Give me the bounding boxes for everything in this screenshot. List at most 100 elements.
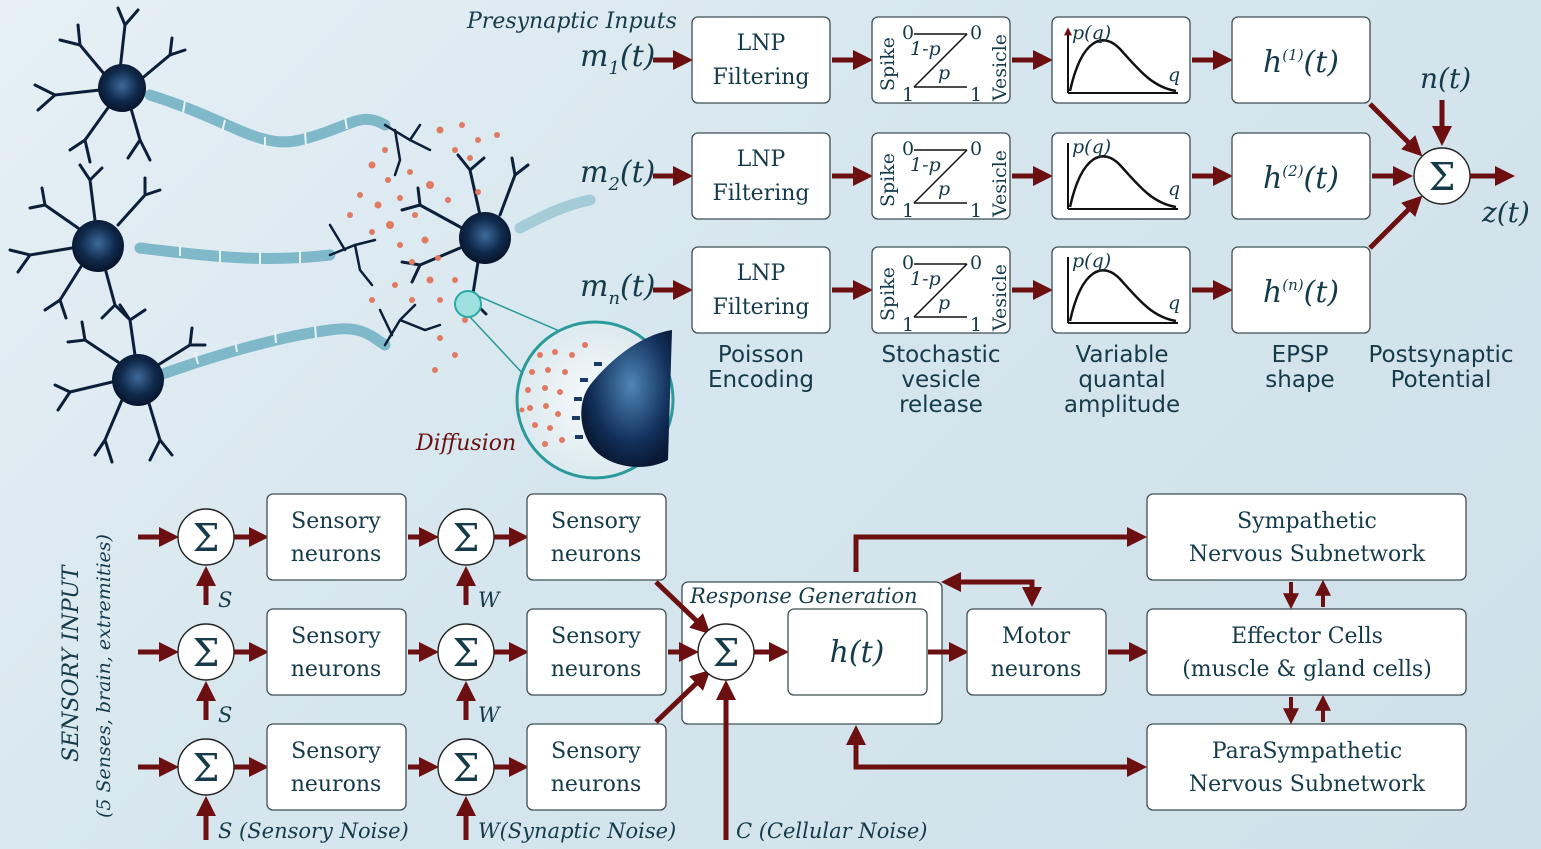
axon-1: [144, 89, 391, 148]
synapse-zoom: [515, 320, 675, 480]
svg-text:Sensory: Sensory: [551, 509, 641, 534]
sensory-neurons-box: [526, 723, 667, 811]
svg-text:q: q: [1168, 64, 1180, 86]
epsp-hn: h(n)(t): [1263, 275, 1339, 310]
input-m1: m1(t): [580, 39, 655, 79]
svg-text:neurons: neurons: [291, 542, 382, 567]
quantal-box-1: [1051, 16, 1191, 104]
sensory-neurons-box: [526, 493, 667, 581]
svg-text:0: 0: [970, 252, 982, 274]
svg-text:Σ: Σ: [453, 516, 480, 560]
svg-text:0: 0: [902, 138, 914, 160]
svg-text:1: 1: [970, 314, 982, 336]
parasympathetic-box: [1146, 723, 1467, 811]
svg-text:Vesicle: Vesicle: [989, 150, 1011, 218]
input-mn: mn(t): [580, 269, 656, 309]
sensory-row-2: Σ Sensory neurons Σ Sensory neurons S W: [138, 608, 667, 727]
sensory-neurons-box: [266, 493, 407, 581]
svg-text:Spike: Spike: [877, 267, 899, 321]
central-neuron: [400, 153, 530, 316]
svg-text:Vesicle: Vesicle: [989, 34, 1011, 102]
svg-text:1: 1: [970, 200, 982, 222]
svg-text:p(q): p(q): [1072, 136, 1111, 158]
lnp-line2: Filtering: [712, 295, 809, 320]
axon-out: [514, 194, 596, 234]
svg-text:release: release: [899, 392, 983, 418]
svg-text:p(q): p(q): [1072, 250, 1111, 272]
h-t-label: h(t): [830, 635, 885, 670]
lnp-line1: LNP: [737, 31, 786, 56]
lnp-line1: LNP: [737, 261, 786, 286]
svg-text:Σ: Σ: [453, 746, 480, 790]
pipeline-row-1: LNP Filtering h(1)(t): [653, 16, 1371, 104]
svg-text:Variable: Variable: [1075, 342, 1168, 368]
svg-text:(muscle & gland cells): (muscle & gland cells): [1182, 657, 1432, 682]
release-diagram-1: Spike Vesicle 0 0 1 1 1-p p: [877, 22, 1011, 106]
postsynaptic-sum: Σ: [1368, 100, 1515, 250]
svg-text:Σ: Σ: [193, 516, 220, 560]
cellular-noise-label: C (Cellular Noise): [736, 819, 927, 843]
sensory-neurons-box: [266, 608, 407, 696]
svg-text:Spike: Spike: [877, 153, 899, 207]
svg-text:quantal: quantal: [1078, 367, 1165, 393]
pipeline-row-2: LNP Filtering h(2)(t): [653, 132, 1371, 220]
quantal-plot-1: p(q) q: [1064, 22, 1180, 94]
quantal-plot-n: p(q) q: [1067, 250, 1180, 324]
svg-text:1: 1: [902, 314, 914, 336]
svg-text:0: 0: [970, 138, 982, 160]
release-diagram-n: Spike Vesicle 0 0 1 1 1-p p: [877, 252, 1011, 336]
svg-text:0: 0: [970, 22, 982, 44]
svg-text:p(q): p(q): [1072, 22, 1111, 44]
synaptic-noise-label: W(Synaptic Noise): [478, 819, 676, 843]
sensory-noise-label: S (Sensory Noise): [218, 819, 409, 843]
neuron-illustration: Diffusion: [8, 6, 675, 480]
epsp-box-1: [1231, 16, 1371, 104]
svg-text:Sensory: Sensory: [551, 739, 641, 764]
axon-3: [154, 323, 391, 381]
svg-text:Sensory: Sensory: [291, 509, 381, 534]
sensory-neurons-box: [526, 608, 667, 696]
epsp-h1: h(1)(t): [1263, 45, 1339, 80]
svg-text:W: W: [478, 703, 502, 727]
presynaptic-inputs-label: Presynaptic Inputs: [466, 9, 677, 34]
svg-text:Sensory: Sensory: [551, 624, 641, 649]
synapse-highlight: [454, 290, 482, 318]
svg-text:q: q: [1168, 292, 1180, 314]
sensory-row-1: Σ Sensory neurons Σ Sensory neurons S W: [138, 493, 667, 612]
release-diagram-2: Spike Vesicle 0 0 1 1 1-p p: [877, 138, 1011, 222]
noise-n-label: n(t): [1420, 62, 1471, 95]
epsp-box-n: [1231, 246, 1371, 334]
svg-text:1: 1: [970, 84, 982, 106]
svg-text:Sensory: Sensory: [291, 739, 381, 764]
svg-text:p: p: [938, 178, 950, 200]
svg-text:Sensory: Sensory: [291, 624, 381, 649]
lnp-line2: Filtering: [712, 65, 809, 90]
svg-text:Motor: Motor: [1002, 624, 1071, 649]
svg-text:Σ: Σ: [193, 746, 220, 790]
svg-text:amplitude: amplitude: [1064, 392, 1180, 418]
svg-text:Sympathetic: Sympathetic: [1237, 509, 1377, 534]
sensory-row-3: Σ Sensory neurons Σ Sensory neurons: [138, 723, 667, 840]
svg-text:Potential: Potential: [1391, 367, 1492, 393]
diffusion-label: Diffusion: [415, 431, 516, 456]
pipeline-row-n: LNP Filtering h(n)(t): [653, 246, 1371, 334]
lnp-line2: Filtering: [712, 181, 809, 206]
epsp-box-2: [1231, 132, 1371, 220]
svg-text:Poisson: Poisson: [718, 342, 804, 368]
svg-text:p: p: [938, 62, 950, 84]
s-label: S: [218, 588, 232, 612]
h-t-box: [787, 608, 928, 696]
svg-text:q: q: [1168, 178, 1180, 200]
lnp-box-2: [691, 132, 831, 220]
svg-text:1-p: 1-p: [910, 154, 941, 176]
svg-text:vesicle: vesicle: [901, 367, 980, 393]
neuron-2: [8, 163, 162, 320]
svg-text:neurons: neurons: [551, 542, 642, 567]
svg-text:Vesicle: Vesicle: [989, 264, 1011, 332]
quantal-box-2: [1051, 132, 1191, 220]
svg-text:1-p: 1-p: [910, 38, 941, 60]
w-label: W: [478, 588, 502, 612]
effector-box: [1146, 608, 1467, 696]
svg-text:Stochastic: Stochastic: [881, 342, 1000, 368]
